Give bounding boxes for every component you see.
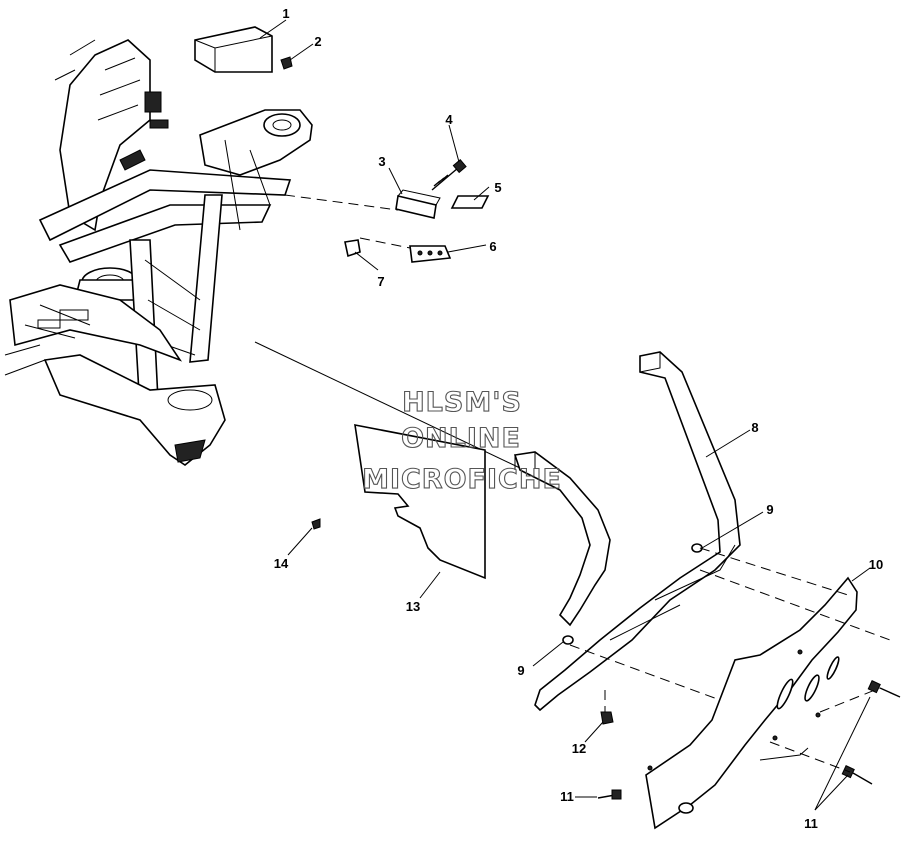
part-7-clip (344, 239, 361, 258)
part-3-bracket (395, 189, 441, 219)
frame-assembly (4, 39, 313, 466)
part-6-connector (409, 245, 452, 263)
part-14-screw (311, 518, 321, 530)
assembly-line (254, 341, 521, 469)
callout-9-upper: 9 (766, 502, 773, 517)
callout-11-right: 11 (804, 816, 818, 831)
part-8-bumper (513, 351, 741, 712)
part-11-bolt-left (597, 789, 622, 800)
callout-2: 2 (314, 34, 321, 49)
callout-11-left: 11 (560, 789, 574, 804)
watermark-line-1: HLSM'S (402, 387, 522, 418)
watermark-line-3: MICROFICHE (362, 464, 562, 495)
callout-13: 13 (406, 599, 420, 614)
part-2-screw (280, 56, 293, 70)
assembly-line (769, 741, 851, 773)
part-12-nut (600, 711, 614, 725)
part-11-bolt-right-lower (841, 765, 873, 785)
callout-12: 12 (572, 741, 586, 756)
leader-lines (259, 19, 871, 811)
callout-8: 8 (751, 420, 758, 435)
watermark: HLSM'S ONLINE MICROFICHE (362, 386, 562, 495)
callout-numbers: 1 2 3 4 5 6 7 8 9 10 9 12 11 11 14 13 (274, 6, 883, 831)
assembly-line (359, 237, 411, 249)
watermark-line-2: ONLINE (401, 423, 521, 454)
part-4-bolt (431, 159, 467, 191)
part-10-skid-plate (645, 576, 858, 830)
part-13-plate (354, 424, 486, 580)
callout-10: 10 (869, 557, 883, 572)
callout-9-lower: 9 (517, 663, 524, 678)
assembly-line (284, 194, 399, 211)
assembly-line (699, 547, 849, 596)
callout-1: 1 (282, 6, 289, 21)
assembly-line (569, 644, 721, 701)
callout-3: 3 (378, 154, 385, 169)
part-5-label (450, 195, 490, 209)
callout-5: 5 (494, 180, 501, 195)
callout-14: 14 (274, 556, 289, 571)
callout-4: 4 (445, 112, 453, 127)
part-1-cover (194, 26, 273, 73)
callout-7: 7 (377, 274, 384, 289)
assembly-line (699, 569, 891, 641)
part-11-bolt-right-upper (867, 680, 901, 698)
assembly-line (819, 687, 881, 713)
callout-6: 6 (489, 239, 496, 254)
part-9-washer-lower (562, 635, 574, 645)
